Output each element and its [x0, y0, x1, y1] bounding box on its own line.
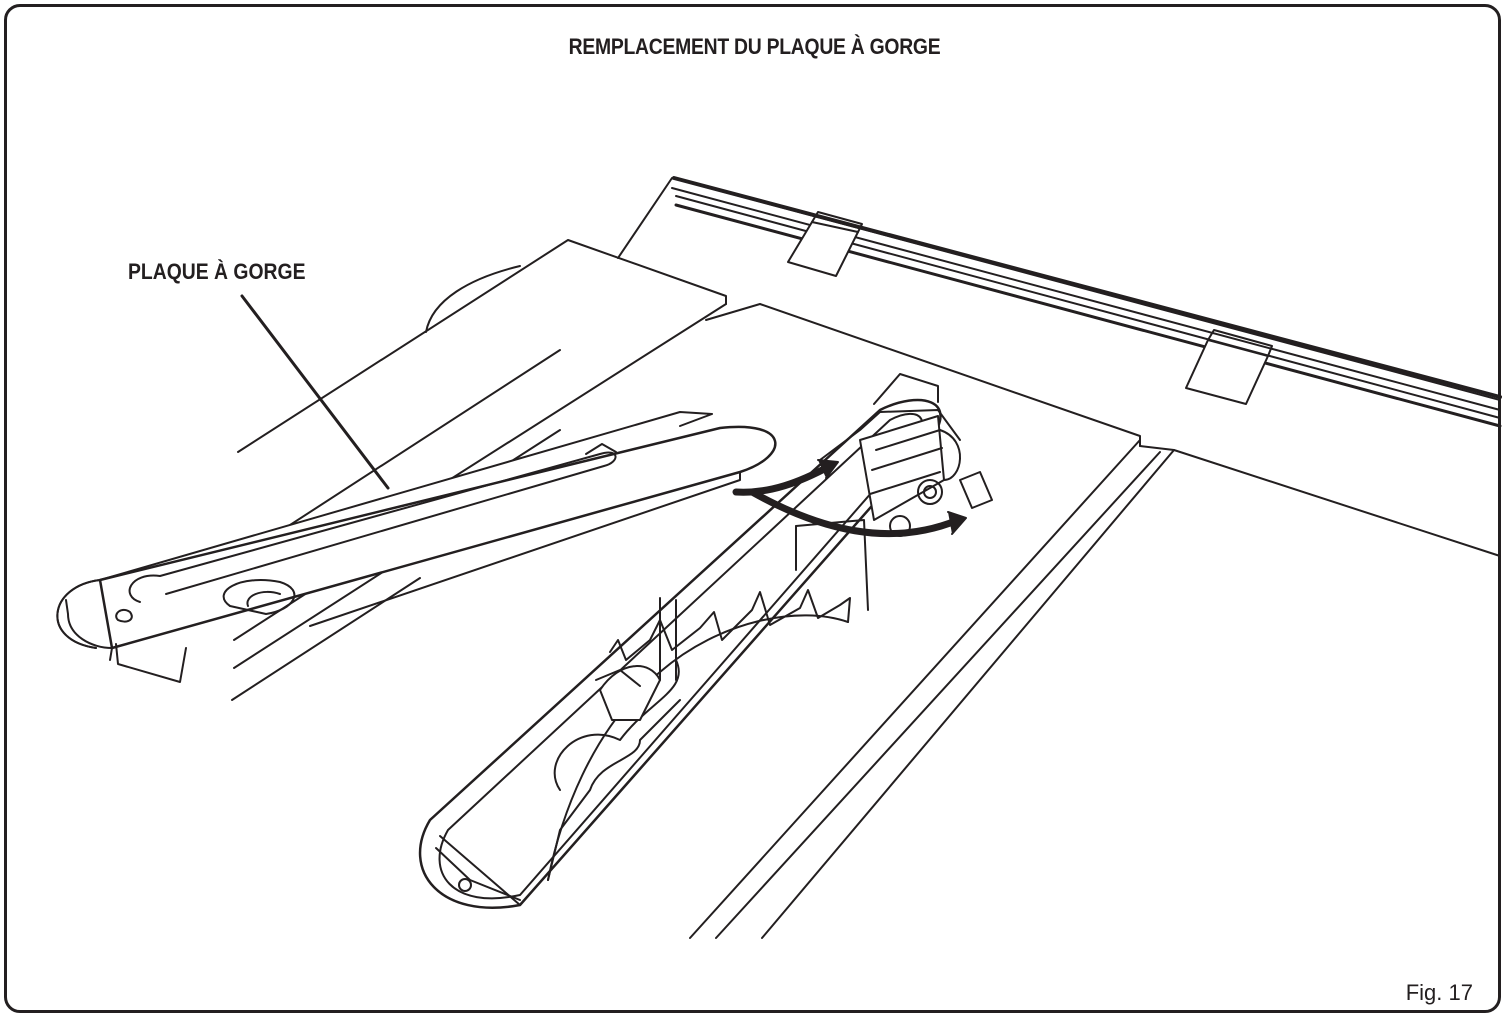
saw-blade	[548, 590, 850, 880]
fence-clip	[1186, 330, 1272, 404]
throat-plate	[57, 412, 775, 682]
throat-plate-label: PLAQUE À GORGE	[128, 259, 306, 284]
throat-plate-mount	[796, 374, 992, 610]
blade-slot	[420, 400, 940, 908]
fence-rail	[618, 178, 1500, 440]
removal-arrow	[752, 492, 966, 534]
removal-arrow	[736, 460, 838, 492]
figure-frame	[4, 4, 1501, 1013]
figure-number: Fig. 17	[1405, 980, 1473, 1005]
fence-clip	[788, 212, 862, 276]
callout-leader-line	[242, 296, 388, 488]
saw-table-top	[690, 304, 1500, 938]
riving-knife	[548, 660, 680, 880]
figure-title: REMPLACEMENT DU PLAQUE À GORGE	[568, 34, 941, 59]
